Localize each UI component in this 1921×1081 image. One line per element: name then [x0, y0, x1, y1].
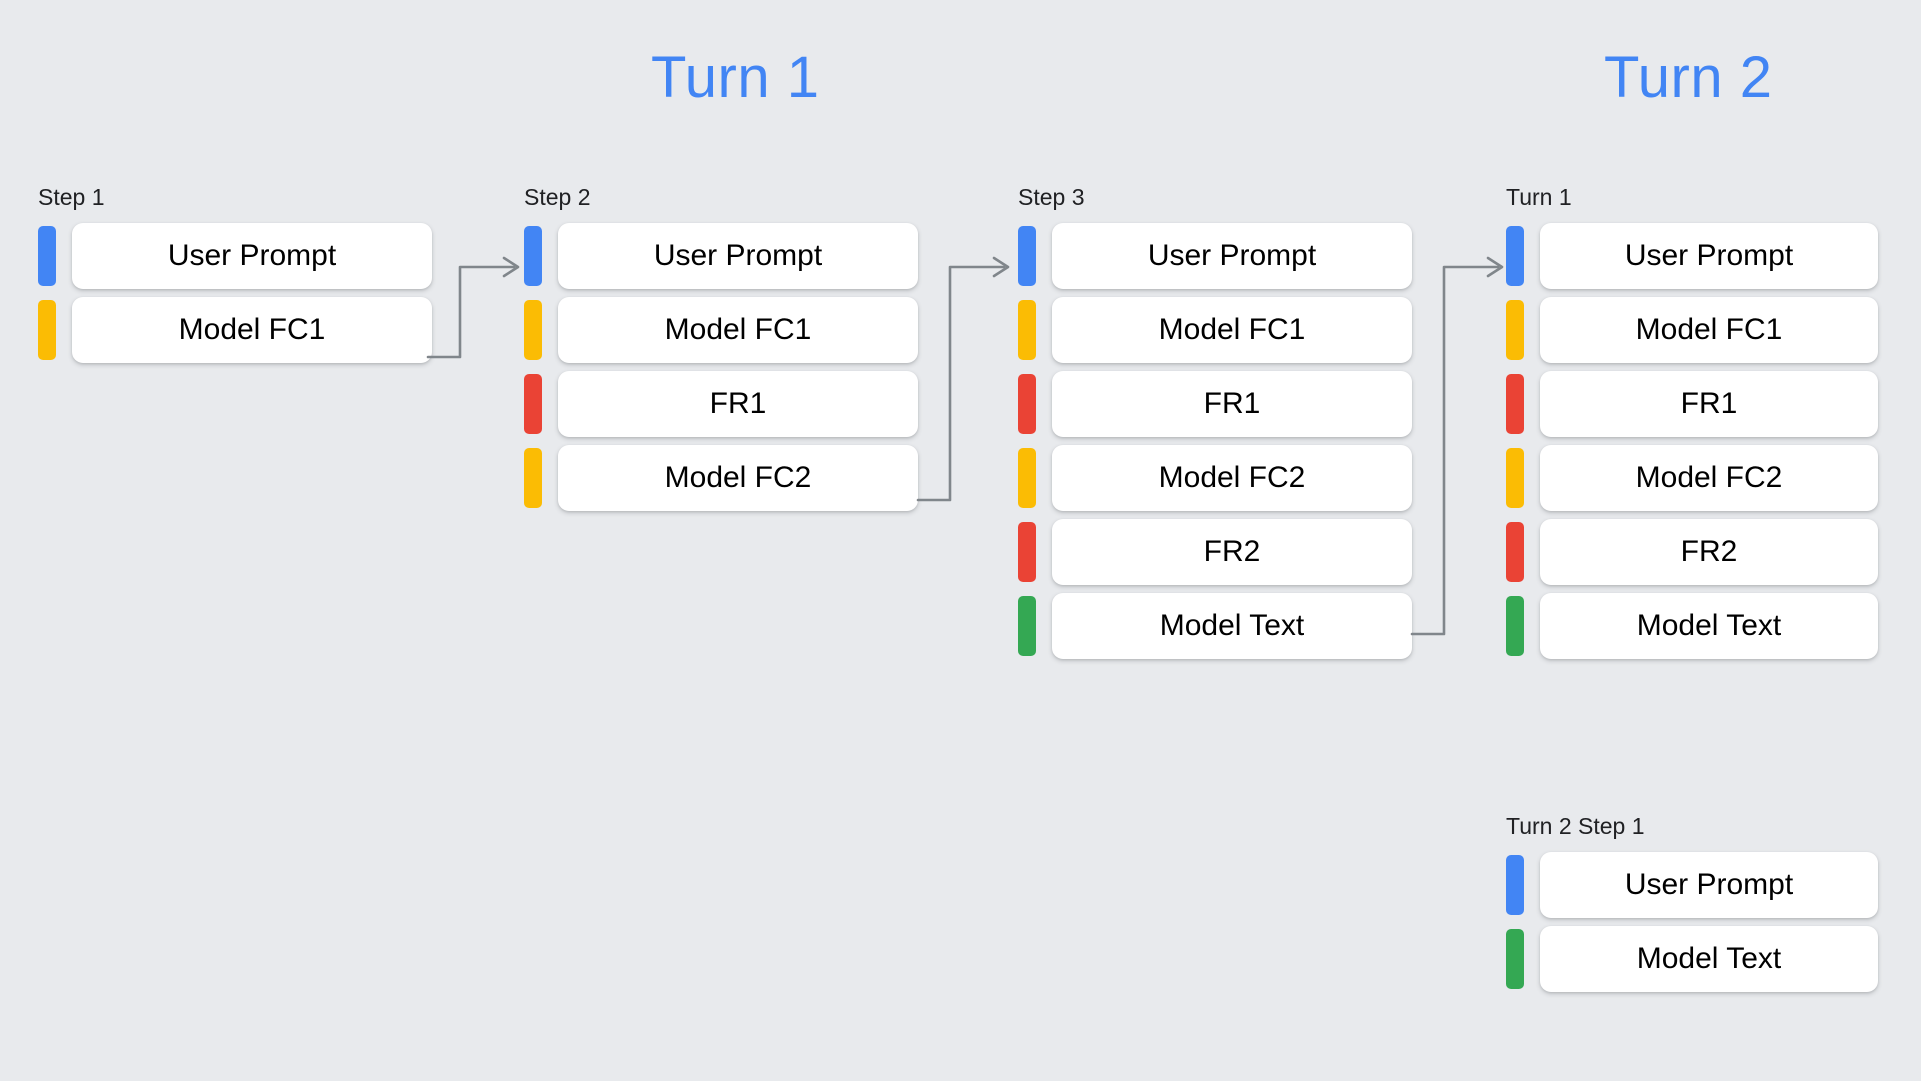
row-model-text[interactable]: Model Text: [1506, 593, 1878, 659]
row-user-prompt[interactable]: User Prompt: [1506, 852, 1878, 918]
status-bar-yellow: [524, 448, 542, 508]
status-bar-yellow: [38, 300, 56, 360]
status-bar-red: [1506, 374, 1524, 434]
card-label[interactable]: User Prompt: [558, 223, 918, 289]
column-step-2: Step 2 User Prompt Model FC1 FR1 Model F…: [524, 186, 918, 519]
status-bar-green: [1506, 596, 1524, 656]
status-bar-blue: [1506, 226, 1524, 286]
banner-turn-2: Turn 2: [1604, 45, 1773, 110]
card-label[interactable]: FR1: [1540, 371, 1878, 437]
status-bar-yellow: [1506, 300, 1524, 360]
row-model-fc2[interactable]: Model FC2: [524, 445, 918, 511]
card-label[interactable]: Model FC1: [72, 297, 432, 363]
card-label[interactable]: Model FC2: [1052, 445, 1412, 511]
status-bar-blue: [1506, 855, 1524, 915]
card-label[interactable]: FR2: [1052, 519, 1412, 585]
card-label[interactable]: User Prompt: [1540, 223, 1878, 289]
card-label[interactable]: Model Text: [1540, 926, 1878, 992]
column-turn-1-recap: Turn 1 User Prompt Model FC1 FR1 Model F…: [1506, 186, 1878, 667]
row-fr2[interactable]: FR2: [1018, 519, 1412, 585]
status-bar-red: [524, 374, 542, 434]
status-bar-yellow: [1506, 448, 1524, 508]
connector-arrow-icon: [426, 256, 520, 359]
card-label[interactable]: User Prompt: [1540, 852, 1878, 918]
status-bar-red: [1018, 374, 1036, 434]
column-step-3: Step 3 User Prompt Model FC1 FR1 Model F…: [1018, 186, 1412, 667]
status-bar-yellow: [1018, 448, 1036, 508]
card-label[interactable]: Model Text: [1052, 593, 1412, 659]
card-label[interactable]: Model FC1: [1540, 297, 1878, 363]
row-model-text[interactable]: Model Text: [1506, 926, 1878, 992]
row-model-fc1[interactable]: Model FC1: [1018, 297, 1412, 363]
column-turn-2-step-1: Turn 2 Step 1 User Prompt Model Text: [1506, 815, 1878, 1000]
status-bar-blue: [38, 226, 56, 286]
status-bar-yellow: [524, 300, 542, 360]
status-bar-green: [1506, 929, 1524, 989]
row-fr1[interactable]: FR1: [1018, 371, 1412, 437]
row-fr2[interactable]: FR2: [1506, 519, 1878, 585]
row-user-prompt[interactable]: User Prompt: [524, 223, 918, 289]
card-label[interactable]: Model FC2: [1540, 445, 1878, 511]
column-step-1: Step 1 User Prompt Model FC1: [38, 186, 432, 371]
row-model-fc2[interactable]: Model FC2: [1506, 445, 1878, 511]
card-label[interactable]: User Prompt: [72, 223, 432, 289]
card-label[interactable]: Model FC1: [558, 297, 918, 363]
status-bar-red: [1506, 522, 1524, 582]
card-label[interactable]: User Prompt: [1052, 223, 1412, 289]
row-model-text[interactable]: Model Text: [1018, 593, 1412, 659]
row-model-fc2[interactable]: Model FC2: [1018, 445, 1412, 511]
card-label[interactable]: FR2: [1540, 519, 1878, 585]
row-fr1[interactable]: FR1: [524, 371, 918, 437]
status-bar-red: [1018, 522, 1036, 582]
row-model-fc1[interactable]: Model FC1: [38, 297, 432, 363]
connector-step1-to-step2: [426, 252, 538, 372]
column-label-step-2: Step 2: [524, 184, 591, 210]
row-model-fc1[interactable]: Model FC1: [1506, 297, 1878, 363]
status-bar-blue: [1018, 226, 1036, 286]
connector-step2-to-step3: [916, 252, 1028, 512]
column-label-turn-2-step-1: Turn 2 Step 1: [1506, 813, 1645, 839]
status-bar-yellow: [1018, 300, 1036, 360]
card-label[interactable]: FR1: [558, 371, 918, 437]
row-fr1[interactable]: FR1: [1506, 371, 1878, 437]
card-label[interactable]: Model FC2: [558, 445, 918, 511]
status-bar-blue: [524, 226, 542, 286]
row-user-prompt[interactable]: User Prompt: [1018, 223, 1412, 289]
status-bar-green: [1018, 596, 1036, 656]
banner-turn-1: Turn 1: [651, 45, 820, 110]
row-user-prompt[interactable]: User Prompt: [38, 223, 432, 289]
card-label[interactable]: Model Text: [1540, 593, 1878, 659]
card-label[interactable]: Model FC1: [1052, 297, 1412, 363]
connector-arrow-icon: [916, 256, 1010, 502]
column-label-turn-1: Turn 1: [1506, 184, 1572, 210]
row-model-fc1[interactable]: Model FC1: [524, 297, 918, 363]
row-user-prompt[interactable]: User Prompt: [1506, 223, 1878, 289]
card-label[interactable]: FR1: [1052, 371, 1412, 437]
column-label-step-3: Step 3: [1018, 184, 1085, 210]
column-label-step-1: Step 1: [38, 184, 105, 210]
